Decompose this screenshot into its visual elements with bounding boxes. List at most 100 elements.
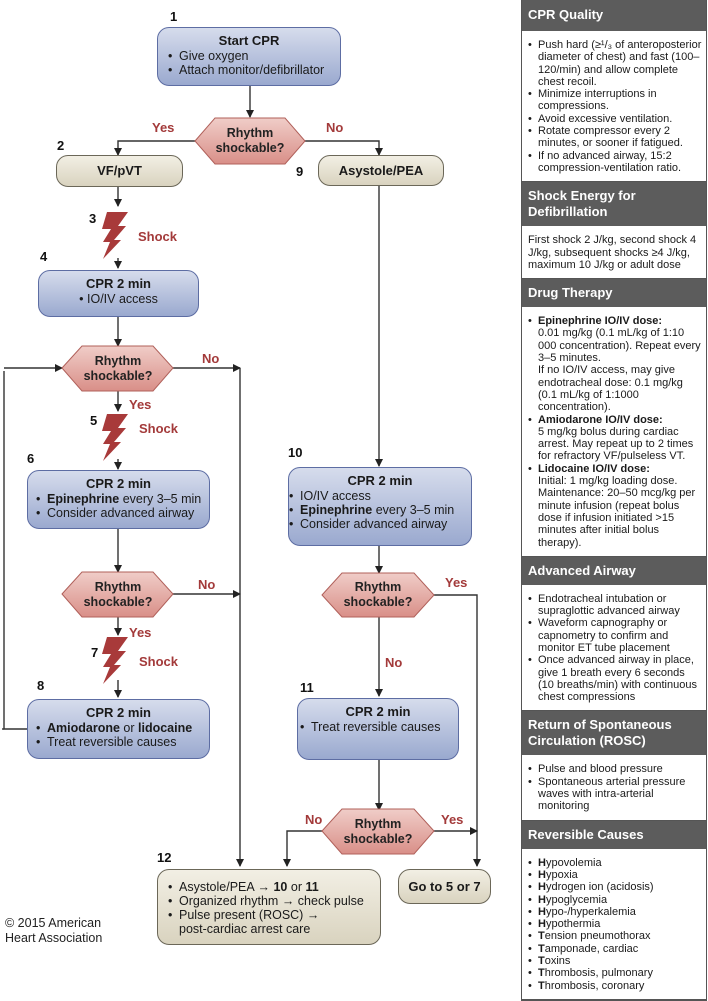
vf-pvt-label: VF/pVT: [97, 163, 142, 178]
reference-panel: CPR Quality Push hard (≥¹/₃ of anteropos…: [521, 0, 707, 1001]
step-number-10: 10: [288, 445, 303, 460]
lightning-icon: [102, 414, 128, 461]
reversible-cause-item: Hypothermia: [528, 918, 702, 931]
step-number-3: 3: [89, 211, 97, 226]
step-number-6: 6: [27, 451, 35, 466]
decision-text: Rhythm: [94, 579, 142, 594]
cpr-2min-box-4: CPR 2 min • IO/IV access: [38, 270, 199, 317]
panel-header-advanced-airway: Advanced Airway: [522, 556, 706, 585]
reversible-cause-item: Hydrogen ion (acidosis): [528, 881, 702, 894]
yes-label: Yes: [129, 397, 152, 412]
shock-label: Shock: [138, 229, 178, 244]
decision-hexagon: [61, 571, 174, 618]
box-item: Organized rhythm → check pulse: [168, 894, 380, 908]
asystole-pea-box: Asystole/PEA: [318, 155, 444, 186]
flowchart-connectors: [2, 86, 481, 867]
step-number-7: 7: [91, 645, 99, 660]
goto-label: Go to 5 or 7: [408, 878, 481, 894]
reversible-cause-item: Tension pneumothorax: [528, 930, 702, 943]
start-cpr-item: Attach monitor/defibrillator: [168, 63, 340, 77]
decision-hexagon: [321, 808, 435, 855]
box-title: CPR 2 min: [85, 276, 151, 291]
panel-item: Epinephrine IO/IV dose:0.01 mg/kg (0.1 m…: [528, 315, 702, 413]
decision-text: Rhythm: [226, 126, 274, 140]
box-item: Consider advanced airway: [36, 506, 209, 520]
step-number-11: 11: [300, 680, 314, 695]
decision-text: shockable?: [83, 368, 153, 383]
decision-text: Rhythm: [354, 816, 402, 831]
yes-label: Yes: [129, 625, 152, 640]
goto-5-or-7-box: Go to 5 or 7: [398, 869, 491, 904]
box-item: Treat reversible causes: [36, 735, 209, 749]
asystole-pea-label: Asystole/PEA: [338, 162, 424, 178]
decision-hexagon: [61, 345, 174, 392]
panel-item: If no advanced airway, 15:2 compression-…: [528, 150, 702, 175]
decision-hexagon: [321, 572, 435, 618]
reversible-cause-item: Thrombosis, coronary: [528, 980, 702, 993]
box-item: Asystole/PEA → 10 or 11: [168, 880, 380, 894]
step-number-4: 4: [40, 249, 48, 264]
loop-connector: [3, 371, 28, 730]
panel-item: Avoid excessive ventilation.: [528, 113, 702, 126]
panel-item: Lidocaine IO/IV dose:Initial: 1 mg/kg lo…: [528, 463, 702, 549]
reversible-cause-item: Tamponade, cardiac: [528, 943, 702, 956]
start-cpr-title: Start CPR: [218, 33, 280, 48]
decision-text: Rhythm: [94, 353, 142, 368]
decision-text: Rhythm: [354, 580, 402, 594]
box-item: Amiodarone or lidocaine: [36, 721, 209, 735]
panel-item: Spontaneous arterial pressure waves with…: [528, 776, 702, 813]
box-title: CPR 2 min: [347, 473, 413, 488]
box-title: CPR 2 min: [345, 704, 411, 719]
start-cpr-item: Give oxygen: [168, 49, 340, 63]
decision-text: shockable?: [83, 594, 153, 609]
no-label: No: [385, 655, 403, 670]
shock-label: Shock: [139, 654, 179, 669]
panel-body-rosc: Pulse and blood pressure Spontaneous art…: [522, 755, 706, 821]
connector: [114, 140, 195, 156]
panel-header-shock-energy: Shock Energy for Defibrillation: [522, 182, 706, 227]
step-number-2: 2: [57, 138, 65, 153]
box-item: IO/IV access: [289, 489, 471, 503]
step-number-1: 1: [170, 9, 178, 24]
box-title: CPR 2 min: [85, 476, 151, 491]
panel-item: Rotate compressor every 2 minutes, or so…: [528, 125, 702, 150]
panel-item: Once advanced airway in place, give 1 br…: [528, 654, 702, 703]
reversible-cause-item: Thrombosis, pulmonary: [528, 967, 702, 980]
box-item: • IO/IV access: [79, 292, 158, 306]
step-number-12: 12: [157, 850, 172, 865]
outcome-box-12: Asystole/PEA → 10 or 11 Organized rhythm…: [157, 869, 381, 945]
reversible-cause-item: Hypovolemia: [528, 857, 702, 870]
step-number-8: 8: [37, 678, 45, 693]
no-label: No: [202, 351, 220, 366]
no-label: No: [326, 120, 344, 135]
cpr-2min-box-8: CPR 2 min Amiodarone or lidocaine Treat …: [27, 699, 210, 759]
copyright: © 2015 American Heart Association: [5, 916, 103, 945]
step-number-5: 5: [90, 413, 98, 428]
box-item: Pulse present (ROSC) →post-cardiac arres…: [168, 908, 380, 936]
no-label: No: [305, 812, 323, 827]
yes-label: Yes: [152, 120, 175, 135]
cpr-2min-box-10: CPR 2 min IO/IV access Epinephrine every…: [288, 467, 472, 546]
start-cpr-box: Start CPR Give oxygen Attach monitor/def…: [157, 27, 341, 86]
yes-label: Yes: [441, 812, 464, 827]
reversible-cause-item: Toxins: [528, 955, 702, 968]
panel-header-reversible-causes: Reversible Causes: [522, 820, 706, 849]
cpr-2min-box-11: CPR 2 min Treat reversible causes: [297, 698, 459, 760]
box-item: Consider advanced airway: [289, 517, 471, 531]
panel-body-drug-therapy: Epinephrine IO/IV dose:0.01 mg/kg (0.1 m…: [522, 307, 706, 557]
cpr-2min-box-6: CPR 2 min Epinephrine every 3–5 min Cons…: [27, 470, 210, 529]
box-title: CPR 2 min: [85, 705, 151, 720]
decision-text: shockable?: [343, 831, 413, 846]
connector: [434, 594, 481, 867]
panel-body-cpr-quality: Push hard (≥¹/₃ of anteroposterior diame…: [522, 31, 706, 183]
reversible-cause-item: Hypo-/hyperkalemia: [528, 906, 702, 919]
reversible-cause-item: Hypoglycemia: [528, 894, 702, 907]
reversible-cause-item: Hypoxia: [528, 869, 702, 882]
connector: [283, 830, 324, 867]
panel-body-shock-energy: First shock 2 J/kg, second shock 4 J/kg,…: [522, 226, 706, 280]
panel-body-reversible-causes: HypovolemiaHypoxiaHydrogen ion (acidosis…: [522, 848, 706, 1000]
